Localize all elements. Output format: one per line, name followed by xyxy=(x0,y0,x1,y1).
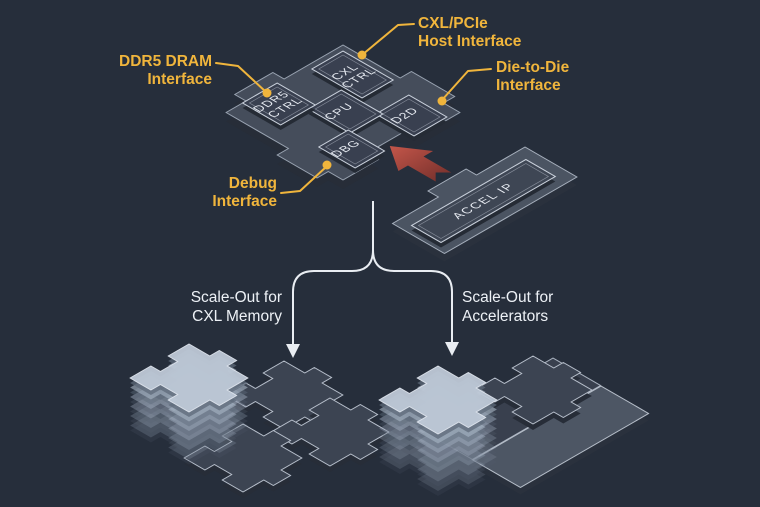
host-interface-label-line2: Host Interface xyxy=(418,33,522,50)
callout-cxl-pcie-host-interface: CXL/PCIe Host Interface xyxy=(357,15,522,60)
scale-out-accelerators-label: Scale-Out for Accelerators xyxy=(462,289,553,325)
svg-text:Scale-Out for: Scale-Out for xyxy=(462,289,553,306)
callout-dot xyxy=(357,50,367,60)
flow-split-line xyxy=(286,201,459,358)
accel-ip-die: ACCEL IP xyxy=(381,140,578,262)
ddr5-interface-label-line1: DDR5 DRAM xyxy=(119,53,212,70)
cxl-ctrl-block: CXL CTRL xyxy=(311,50,394,103)
svg-text:Accelerators: Accelerators xyxy=(462,308,548,325)
arrowhead-right-icon xyxy=(445,342,459,356)
host-interface-label-line1: CXL/PCIe xyxy=(418,15,488,32)
callout-debug-interface: Debug Interface xyxy=(212,160,332,210)
red-arrow-icon xyxy=(389,146,452,182)
dbg-block: DBG xyxy=(318,129,386,173)
soc-die: CXL CTRL D2D CPU xyxy=(202,31,472,196)
callout-ddr5-dram-interface: DDR5 DRAM Interface xyxy=(119,53,272,98)
callout-die-to-die-interface: Die-to-Die Interface xyxy=(437,59,570,106)
d2d-interface-label-line2: Interface xyxy=(496,77,561,94)
arrowhead-left-icon xyxy=(286,344,300,358)
callout-dot xyxy=(322,160,332,170)
callout-line xyxy=(441,68,492,101)
d2d-interface-label-line1: Die-to-Die xyxy=(496,59,570,76)
cpu-block: CPU xyxy=(307,89,384,138)
callout-dot xyxy=(437,96,447,106)
d2d-block: D2D xyxy=(375,94,448,141)
svg-text:Scale-Out for: Scale-Out for xyxy=(191,289,282,306)
callout-line xyxy=(361,23,415,56)
callout-line xyxy=(215,62,267,93)
scale-out-memory-label: Scale-Out for CXL Memory xyxy=(191,289,283,325)
debug-interface-label-line2: Interface xyxy=(212,193,277,210)
ddr5-ctrl-block: DDR5 CTRL xyxy=(241,82,317,130)
callout-dot xyxy=(262,88,272,98)
cxl-memory-scaleout-cluster xyxy=(129,337,409,504)
ddr5-interface-label-line2: Interface xyxy=(147,71,212,88)
svg-text:CXL Memory: CXL Memory xyxy=(192,308,282,325)
callout-line xyxy=(280,166,327,194)
debug-interface-label-line1: Debug xyxy=(229,175,277,192)
